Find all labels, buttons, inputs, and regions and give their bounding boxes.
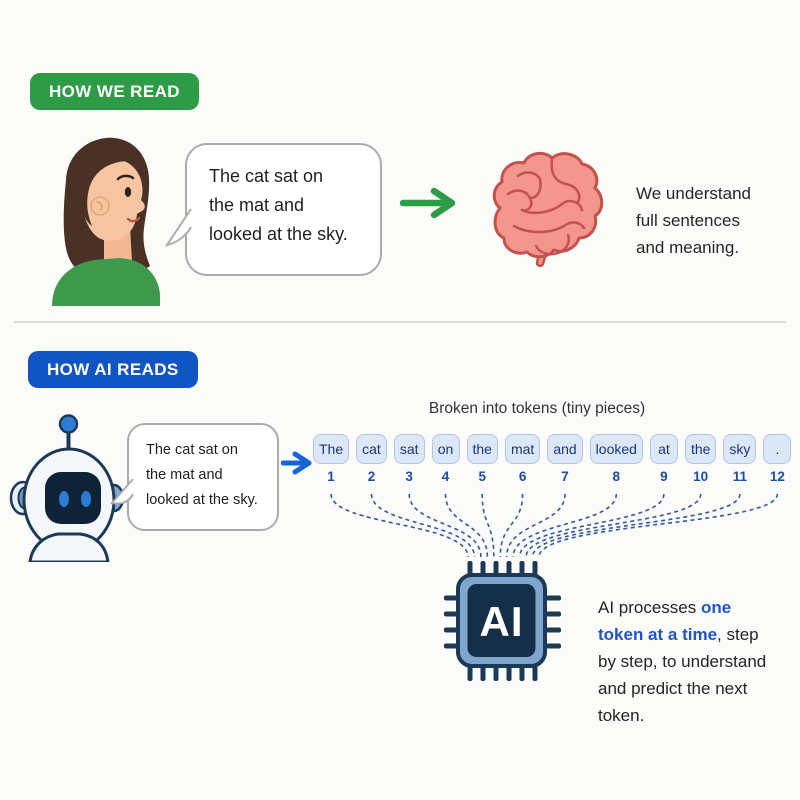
ear	[90, 196, 110, 216]
arrow-right-blue-icon	[281, 451, 312, 475]
brain-icon	[492, 151, 604, 268]
woman-avatar	[52, 137, 160, 306]
token-box: the	[466, 434, 498, 464]
token-box: sky	[723, 434, 757, 464]
speech-bubble-human: The cat sat on the mat and looked at the…	[165, 143, 382, 276]
token-box: mat	[504, 434, 541, 464]
token-item: cat 2	[356, 434, 387, 484]
token-box: on	[431, 434, 460, 464]
token-box: The	[313, 434, 350, 464]
speech-text: The cat sat on the mat and looked at the…	[209, 166, 348, 244]
speech-bubble-tail	[165, 209, 192, 247]
token-item: at 9	[649, 434, 678, 484]
token-flow-line	[512, 493, 618, 558]
token-item: The 1	[313, 434, 350, 484]
badge-how-we-read: HOW WE READ	[30, 73, 199, 110]
token-number: 5	[478, 469, 486, 484]
token-flow-line	[444, 493, 489, 558]
token-item: on 4	[431, 434, 460, 484]
arrow-right-green-icon	[400, 187, 456, 219]
token-flow-line	[481, 493, 495, 558]
token-item: and 7	[547, 434, 583, 484]
eye	[124, 187, 132, 197]
token-item: sky 11	[723, 434, 757, 484]
token-item: mat 6	[504, 434, 541, 484]
shirt	[52, 258, 160, 306]
token-number: 4	[441, 469, 450, 484]
ai-chip-icon: AI	[444, 561, 561, 681]
speech-text: The cat sat on the mat and looked at the…	[146, 442, 258, 508]
speech-bubble-ai: The cat sat on the mat and looked at the…	[110, 423, 279, 531]
token-item: sat 3	[393, 434, 425, 484]
token-box: looked	[589, 434, 643, 464]
token-box: and	[547, 434, 583, 464]
token-flow-line	[370, 493, 476, 558]
token-box: the	[684, 434, 717, 464]
robot-eye	[81, 491, 91, 507]
section-divider	[14, 321, 786, 323]
token-number: 7	[561, 469, 569, 484]
antenna	[66, 430, 71, 450]
robot-body	[28, 532, 110, 562]
human-understanding-text: We understand full sentences and meaning…	[636, 184, 751, 257]
token-box: cat	[356, 434, 387, 464]
token-flow-line	[499, 493, 524, 558]
chip-core	[467, 584, 536, 657]
chip-label: AI	[480, 598, 524, 645]
token-box: .	[763, 434, 792, 464]
token-flow-line	[505, 493, 566, 558]
eyebrow	[116, 174, 135, 181]
token-number: 8	[612, 469, 621, 484]
badge-how-ai-reads: HOW AI READS	[28, 351, 198, 388]
token-number: 9	[660, 469, 668, 484]
badge-label: HOW WE READ	[49, 81, 180, 101]
token-item: . 12	[763, 434, 792, 484]
token-flow-line	[525, 493, 702, 558]
token-number: 1	[327, 469, 335, 484]
token-box: sat	[393, 434, 425, 464]
token-number: 3	[405, 469, 413, 484]
robot-eye	[59, 491, 69, 507]
tokens-row: The 1 cat 2 sat 3 on 4 the 5 mat 6 and 7 looked 8 at 9 the…	[313, 434, 792, 484]
badge-label: HOW AI READS	[47, 359, 179, 379]
ai-process-text: AI processes one token at a time, step b…	[598, 598, 767, 725]
token-number: 2	[367, 469, 376, 484]
mouth	[126, 216, 141, 223]
token-box: at	[649, 434, 678, 464]
speech-bubble-tail	[110, 479, 134, 505]
token-number: 6	[518, 469, 527, 484]
chip-pins	[444, 561, 561, 681]
token-flow-line	[330, 493, 469, 558]
token-item: looked 8	[589, 434, 643, 484]
hair-front	[79, 146, 144, 226]
highlighted-phrase: one token at a time	[598, 598, 732, 644]
token-flow-line	[518, 493, 665, 558]
tokens-title: Broken into tokens (tiny pieces)	[428, 400, 646, 417]
token-number: 10	[693, 469, 709, 484]
token-number: 12	[769, 469, 785, 484]
token-flow-line	[531, 493, 741, 558]
robot-face-screen	[45, 472, 101, 524]
token-item: the 5	[466, 434, 498, 484]
token-number: 11	[732, 469, 748, 484]
token-flow-line	[408, 493, 482, 558]
token-flow-line	[538, 493, 779, 558]
token-item: the 10	[684, 434, 717, 484]
